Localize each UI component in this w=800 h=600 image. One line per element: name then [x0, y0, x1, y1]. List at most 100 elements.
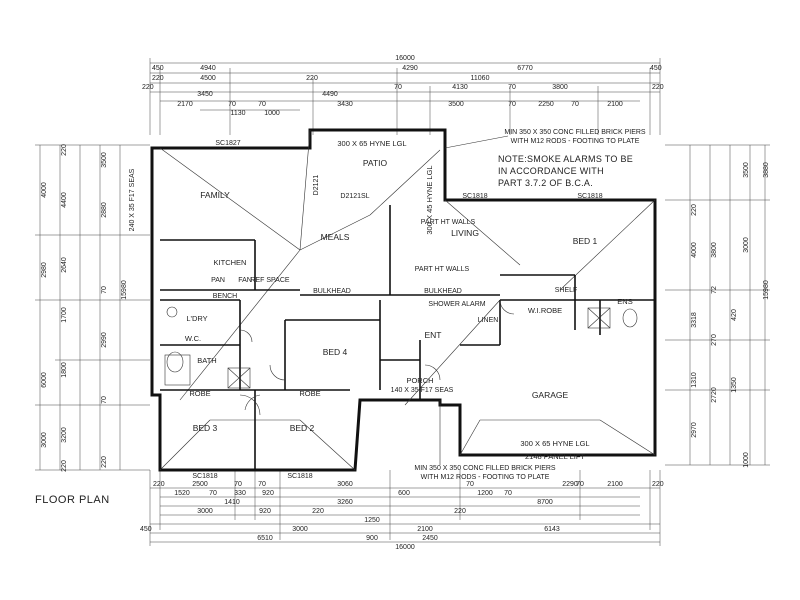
dim-bot-r2-1: 70 — [209, 490, 217, 497]
dim-top-r5-2: 70 — [258, 101, 266, 108]
dim-right-mid-0: 220 — [691, 204, 698, 216]
plan-title: FLOOR PLAN — [35, 494, 110, 506]
dim-bot-r1-5: 70 — [466, 481, 474, 488]
dim-left-mid-3: 1700 — [61, 307, 68, 323]
part-ht-walls-2: PART HT WALLS — [415, 266, 470, 273]
left-dimension-strings: 4000 2980 6000 3000 220 4400 2640 1700 1… — [35, 144, 150, 472]
dim-top-r3-0: 220 — [152, 75, 164, 82]
dim-bot-r4-2: 220 — [312, 508, 324, 515]
dim-top-r6-0: 1130 — [230, 110, 245, 117]
dim-top-r4-7: 220 — [652, 84, 664, 91]
dim-bot-r4-0: 3000 — [197, 508, 213, 515]
dim-bot-r1-6: 2290 — [562, 481, 578, 488]
dim-left-mid-5: 3200 — [61, 427, 68, 443]
dim-left-mid-0: 220 — [61, 144, 68, 156]
dim-bot-r1-1: 2500 — [192, 481, 208, 488]
dim-bot-r3-1: 3260 — [337, 499, 353, 506]
dim-left-inner-5: 220 — [101, 456, 108, 468]
dim-top-r2-3: 6770 — [517, 65, 533, 72]
dim-left-overall: 15980 — [121, 280, 128, 300]
window-sc1818-d: SC1818 — [287, 473, 312, 480]
dim-right-inner-1: 2720 — [711, 387, 718, 403]
door-d2121sl: D2121SL — [340, 193, 369, 200]
room-bed4: BED 4 — [323, 347, 348, 357]
room-kitchen: KITCHEN — [214, 258, 247, 267]
dim-bot-r2-6: 70 — [504, 490, 512, 497]
dim-bot-r1-7: 70 — [576, 481, 584, 488]
dim-bot-r4-1: 920 — [259, 508, 271, 515]
dim-top-r6-1: 1000 — [264, 110, 280, 117]
room-labels: FAMILY MEALS LIVING KITCHEN PATIO BED 1 … — [185, 158, 633, 433]
dim-top-r5-0: 2170 — [177, 101, 193, 108]
smoke-note-1: NOTE:SMOKE ALARMS TO BE — [498, 154, 633, 164]
roof-hip-lines — [159, 129, 656, 471]
dim-top-r4-6: 3800 — [552, 84, 568, 91]
dim-top-r2-2: 4290 — [402, 65, 418, 72]
dim-bot-r5-1: 3000 — [292, 526, 308, 533]
dim-left-inner-4: 70 — [101, 396, 108, 404]
dim-bot-r2-5: 1200 — [477, 490, 493, 497]
dim-top-r5-4: 3500 — [448, 101, 464, 108]
dim-left-mid-4: 1800 — [61, 362, 68, 378]
room-patio: PATIO — [363, 158, 388, 168]
dim-top-r3-3: 11060 — [471, 75, 490, 82]
room-robe-2: ROBE — [299, 389, 320, 398]
window-sc1818-c: SC1818 — [192, 473, 217, 480]
window-sc1827: SC1827 — [215, 140, 240, 147]
dim-left-inner-3: 2990 — [101, 332, 108, 348]
dim-top-r3-2: 220 — [306, 75, 318, 82]
dim-bot-r1-2: 70 — [234, 481, 242, 488]
dim-top-r5-7: 70 — [571, 101, 579, 108]
bottom-dimension-strings: 220 2500 70 70 3060 70 2290 70 2100 220 … — [140, 470, 664, 551]
door-d2121: D2121 — [313, 175, 320, 196]
dim-top-r4-3: 70 — [394, 84, 402, 91]
dim-left-inner-0: 3500 — [101, 152, 108, 168]
dim-bot-r6-0: 6510 — [257, 535, 273, 542]
dim-top-r5-5: 70 — [508, 101, 516, 108]
dim-top-r4-4: 4130 — [452, 84, 468, 91]
smoke-note-2: IN ACCORDANCE WITH — [498, 166, 604, 176]
dim-bot-r1-8: 2100 — [607, 481, 623, 488]
dim-top-r4-2: 4490 — [322, 91, 338, 98]
pier-note-bottom-1: MIN 350 X 350 CONC FILLED BRICK PIERS — [414, 465, 556, 472]
room-ent: ENT — [425, 330, 442, 340]
dim-top-overall: 16000 — [395, 55, 415, 62]
lintel-garage: 300 X 65 HYNE LGL — [520, 439, 589, 448]
window-sc1818-a: SC1818 — [462, 193, 487, 200]
dim-right-mid-6: 2970 — [691, 422, 698, 438]
room-living: LIVING — [451, 228, 479, 238]
dim-bot-r3-0: 1410 — [224, 499, 240, 506]
dim-bot-r2-2: 330 — [234, 490, 246, 497]
dim-top-r3-1: 4500 — [200, 75, 216, 82]
room-bath: BATH — [197, 356, 216, 365]
dim-right-mid-2: 3800 — [711, 242, 718, 258]
dim-bot-overall: 16000 — [395, 544, 415, 551]
dim-bot-r3-2: 8700 — [537, 499, 553, 506]
dim-left-mid-2: 2640 — [61, 257, 68, 273]
bulkhead-1: BULKHEAD — [313, 288, 351, 295]
bench-label: BENCH — [213, 293, 238, 300]
annotations: 300 X 65 HYNE LGL 300 X 65 HYNE LGL 300 … — [35, 129, 646, 506]
porch-beam-label: 140 X 35 F17 SEAS — [391, 387, 454, 394]
dim-bot-r2-0: 1520 — [174, 490, 190, 497]
panel-lift-label: 2148 PANEL LIFT — [525, 452, 585, 461]
part-ht-walls-1: PART HT WALLS — [421, 219, 476, 226]
dim-bot-r6-1: 900 — [366, 535, 378, 542]
dim-bot-r1-0: 220 — [153, 481, 165, 488]
room-family: FAMILY — [200, 190, 230, 200]
external-walls — [150, 128, 657, 472]
dim-top-r2-0: 450 — [152, 65, 164, 72]
dim-bot-r4-4: 220 — [454, 508, 466, 515]
pantry-label: PAN — [211, 277, 225, 284]
dim-right-outer-1: 3000 — [743, 237, 750, 253]
smoke-note-3: PART 3.7.2 OF B.C.A. — [498, 178, 593, 188]
dim-right-inner-2: 1350 — [731, 377, 738, 393]
dim-bot-r2-4: 600 — [398, 490, 410, 497]
dim-right-overall: 15980 — [763, 280, 770, 300]
dim-top-r2-4: 450 — [650, 65, 662, 72]
dim-left-inner-2: 70 — [101, 286, 108, 294]
dim-bot-r4-3: 1250 — [364, 517, 380, 524]
dim-right-mid-1: 4000 — [691, 242, 698, 258]
dim-bot-r1-4: 3060 — [337, 481, 353, 488]
